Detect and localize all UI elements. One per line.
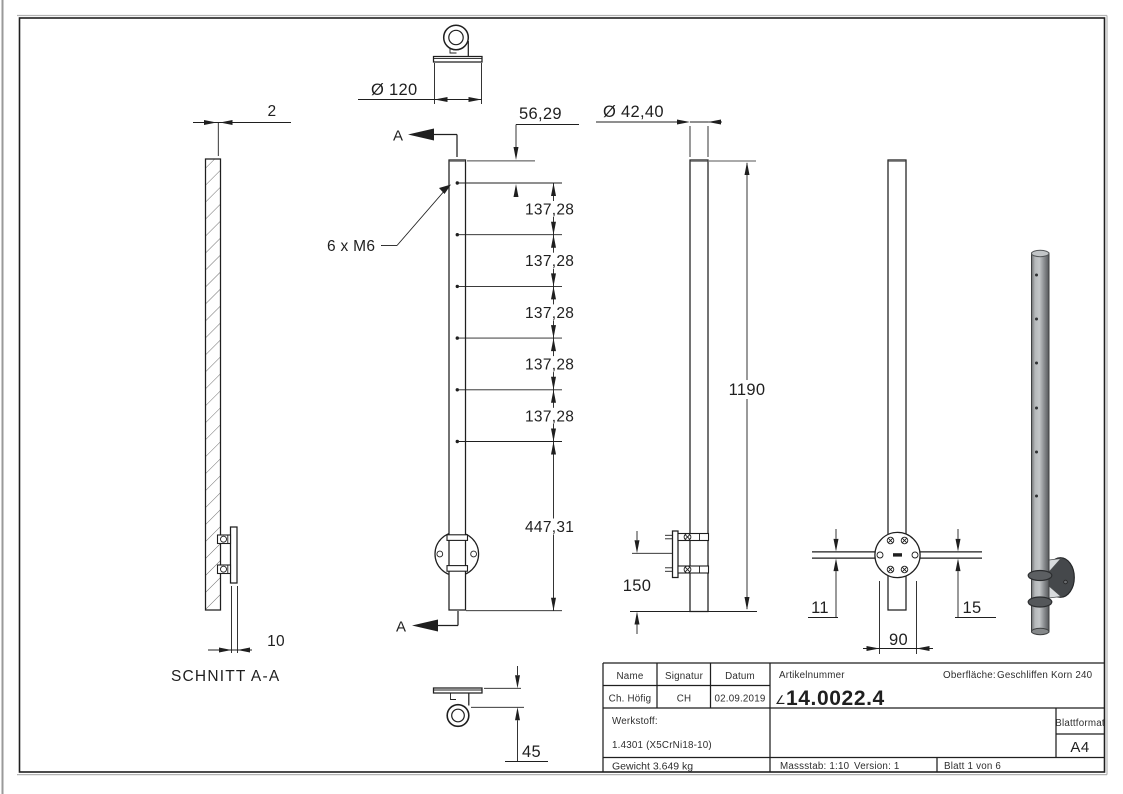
- back-view: 11 15 90: [808, 159, 996, 654]
- tb-artikelnummer-label: Artikelnummer: [779, 670, 845, 681]
- section-view: 2 10 SCHNITT A-A: [171, 103, 291, 685]
- tb-oberflaeche-value: Geschliffen Korn 240: [997, 670, 1093, 681]
- dim-plate-diameter-text: Ø 120: [371, 81, 417, 99]
- section-view-label: SCHNITT A-A: [171, 668, 280, 685]
- tb-blatt: Blatt 1 von 6: [944, 761, 1001, 772]
- section-wall-bracket: [216, 526, 238, 584]
- hole-callout: 6 x M6: [327, 184, 451, 255]
- dim-hole-spacing-5: 137,28: [525, 408, 574, 425]
- dim-bottom-section-text: 447,31: [525, 519, 574, 536]
- dim-bracket-height: 150: [623, 531, 690, 634]
- front-post-body: [448, 159, 467, 611]
- tb-werkstoff-label: Werkstoff:: [612, 716, 658, 727]
- tb-name-label: Name: [617, 671, 644, 682]
- drawing-frame: [17, 14, 1108, 776]
- tb-massstab: Massstab: 1:10: [780, 761, 850, 772]
- tb-blattformat-label: Blattformat: [1055, 718, 1105, 729]
- dim-fitting-height-text: 45: [522, 743, 541, 761]
- render-3d-view: [1027, 249, 1075, 636]
- render-clamp-ring-bottom: [1027, 596, 1053, 608]
- flange-anchor-arms: [812, 551, 982, 559]
- dim-first-hole: 56,29: [467, 105, 579, 197]
- render-holes: [1035, 273, 1038, 498]
- render-clamp-ring-top: [1027, 569, 1053, 582]
- tb-angle-symbol: ∠: [775, 693, 786, 707]
- dim-fitting-height: 45: [471, 666, 548, 762]
- tb-datum-value: 02.09.2019: [714, 694, 765, 705]
- dim-left-plate-text: 11: [811, 599, 829, 617]
- dim-hole-spacing-chain: 137,28 137,28 137,28 137,28 137,28: [523, 183, 581, 442]
- tb-blattformat-value: A4: [1070, 739, 1089, 756]
- side-view: Ø 42,40 1190: [596, 103, 768, 634]
- dim-hole-spacing-1: 137,28: [525, 202, 574, 219]
- dim-first-hole-text: 56,29: [519, 105, 562, 123]
- section-arrow-bottom: A: [396, 611, 459, 636]
- side-wall-bracket: [665, 530, 710, 579]
- bottom-fitting: [432, 687, 483, 728]
- dim-flange-width: 90: [863, 581, 933, 654]
- dim-total-height: 1190: [690, 160, 768, 612]
- front-clamp-band-top: [446, 534, 469, 541]
- dim-right-plate-text: 15: [963, 599, 982, 617]
- tb-version: Version: 1: [854, 761, 900, 772]
- section-post-body: [204, 158, 222, 611]
- tb-signatur-label: Signatur: [665, 671, 704, 682]
- flange-bolts: [876, 536, 919, 574]
- tb-gewicht: Gewicht 3.649 kg: [612, 761, 693, 773]
- dim-hole-spacing-3: 137,28: [525, 305, 574, 322]
- section-marker-top: A: [393, 128, 403, 145]
- dim-tube-diameter-text: Ø 42,40: [603, 103, 664, 121]
- tb-name-value: Ch. Höfig: [609, 694, 652, 705]
- dim-flange-width-text: 90: [889, 631, 908, 649]
- front-view: Ø 120 A A: [327, 24, 583, 762]
- tb-oberflaeche-label: Oberfläche:: [943, 670, 996, 681]
- dim-hole-spacing-2: 137,28: [525, 253, 574, 270]
- dim-tube-diameter: Ø 42,40: [596, 103, 722, 157]
- back-post-body: [887, 159, 907, 611]
- tb-werkstoff-value: 1.4301 (X5CrNi18-10): [612, 740, 712, 751]
- tb-artikelnummer-value: 14.0022.4: [786, 687, 885, 710]
- side-post-body: [689, 159, 709, 613]
- dim-wall-thickness: 2: [193, 103, 291, 156]
- dim-bracket-height-text: 150: [623, 577, 651, 595]
- dim-right-plate: 15: [955, 529, 996, 618]
- hole-callout-text: 6 x M6: [327, 238, 375, 255]
- front-clamp-band-bottom: [446, 565, 469, 572]
- dim-plate-diameter: Ø 120: [358, 63, 482, 104]
- title-block: Name Signatur Datum Ch. Höfig CH 02.09.2…: [602, 662, 1105, 773]
- dim-total-height-text: 1190: [729, 381, 766, 399]
- dim-plate-thickness: 10: [208, 586, 285, 653]
- section-marker-bottom: A: [396, 619, 406, 636]
- section-arrow-top: A: [393, 128, 458, 157]
- dim-hole-spacing-4: 137,28: [525, 357, 574, 374]
- dim-left-plate: 11: [808, 529, 839, 618]
- dim-plate-thickness-text: 10: [267, 633, 285, 650]
- front-hole-dots: [455, 181, 562, 444]
- tb-signatur-value: CH: [677, 694, 692, 705]
- dim-bottom-section: 447,31: [466, 441, 583, 612]
- tb-datum-label: Datum: [725, 671, 755, 682]
- top-fitting: [432, 24, 483, 63]
- dim-wall-thickness-text: 2: [268, 103, 277, 120]
